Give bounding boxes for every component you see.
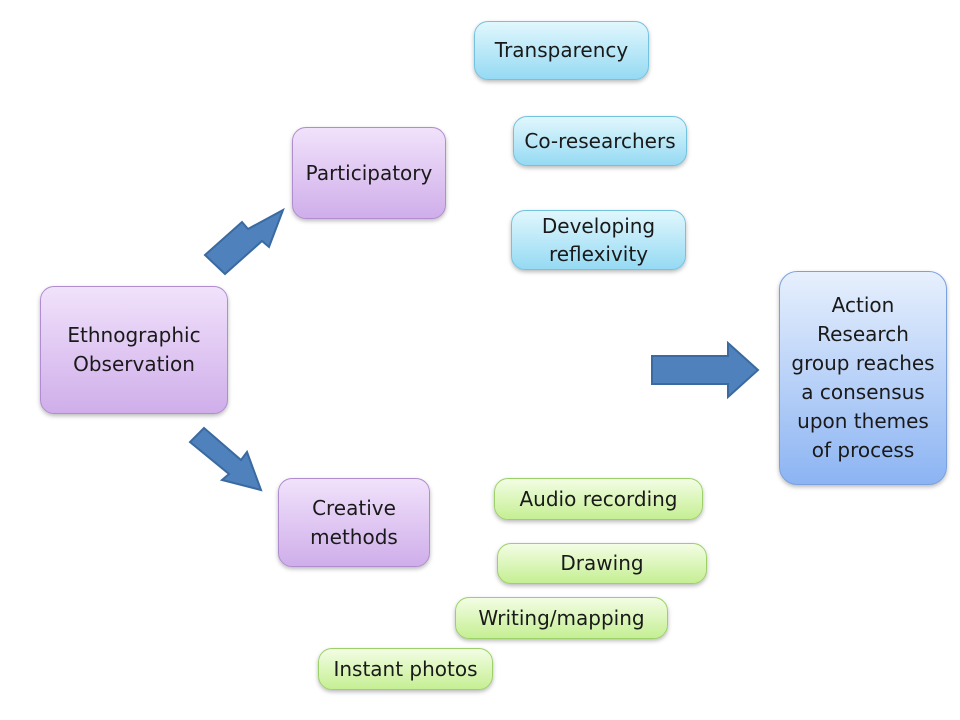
node-writing-mapping: Writing/mapping bbox=[455, 597, 668, 639]
arrow-to-creative bbox=[188, 426, 263, 492]
arrow-to-participatory bbox=[203, 207, 285, 276]
node-writing-label: Writing/mapping bbox=[478, 605, 645, 630]
node-transparency-label: Transparency bbox=[494, 38, 629, 62]
node-creative-methods: Creative methods bbox=[278, 478, 430, 567]
node-co-researchers: Co-researchers bbox=[513, 116, 687, 166]
node-coresearchers-label: Co-researchers bbox=[524, 128, 676, 153]
arrow-to-action-research bbox=[651, 340, 760, 400]
node-photos-label: Instant photos bbox=[333, 656, 478, 681]
node-drawing: Drawing bbox=[497, 543, 707, 584]
node-developing-reflexivity: Developing reflexivity bbox=[511, 210, 686, 270]
node-participatory-label: Participatory bbox=[305, 160, 433, 185]
node-drawing-label: Drawing bbox=[560, 551, 644, 575]
node-action-research-label: Action Research group reaches a consensu… bbox=[791, 293, 935, 462]
node-participatory: Participatory bbox=[292, 127, 446, 219]
node-audio-recording: Audio recording bbox=[494, 478, 703, 520]
node-instant-photos: Instant photos bbox=[318, 648, 493, 690]
node-transparency: Transparency bbox=[474, 21, 649, 80]
node-audio-label: Audio recording bbox=[519, 486, 678, 511]
node-reflexivity-label: Developing reflexivity bbox=[541, 214, 656, 266]
node-ethnographic-label: Ethnographic Observation bbox=[67, 323, 201, 376]
node-creative-label: Creative methods bbox=[310, 495, 398, 549]
node-ethnographic-observation: Ethnographic Observation bbox=[40, 286, 228, 414]
node-action-research: Action Research group reaches a consensu… bbox=[779, 271, 947, 485]
